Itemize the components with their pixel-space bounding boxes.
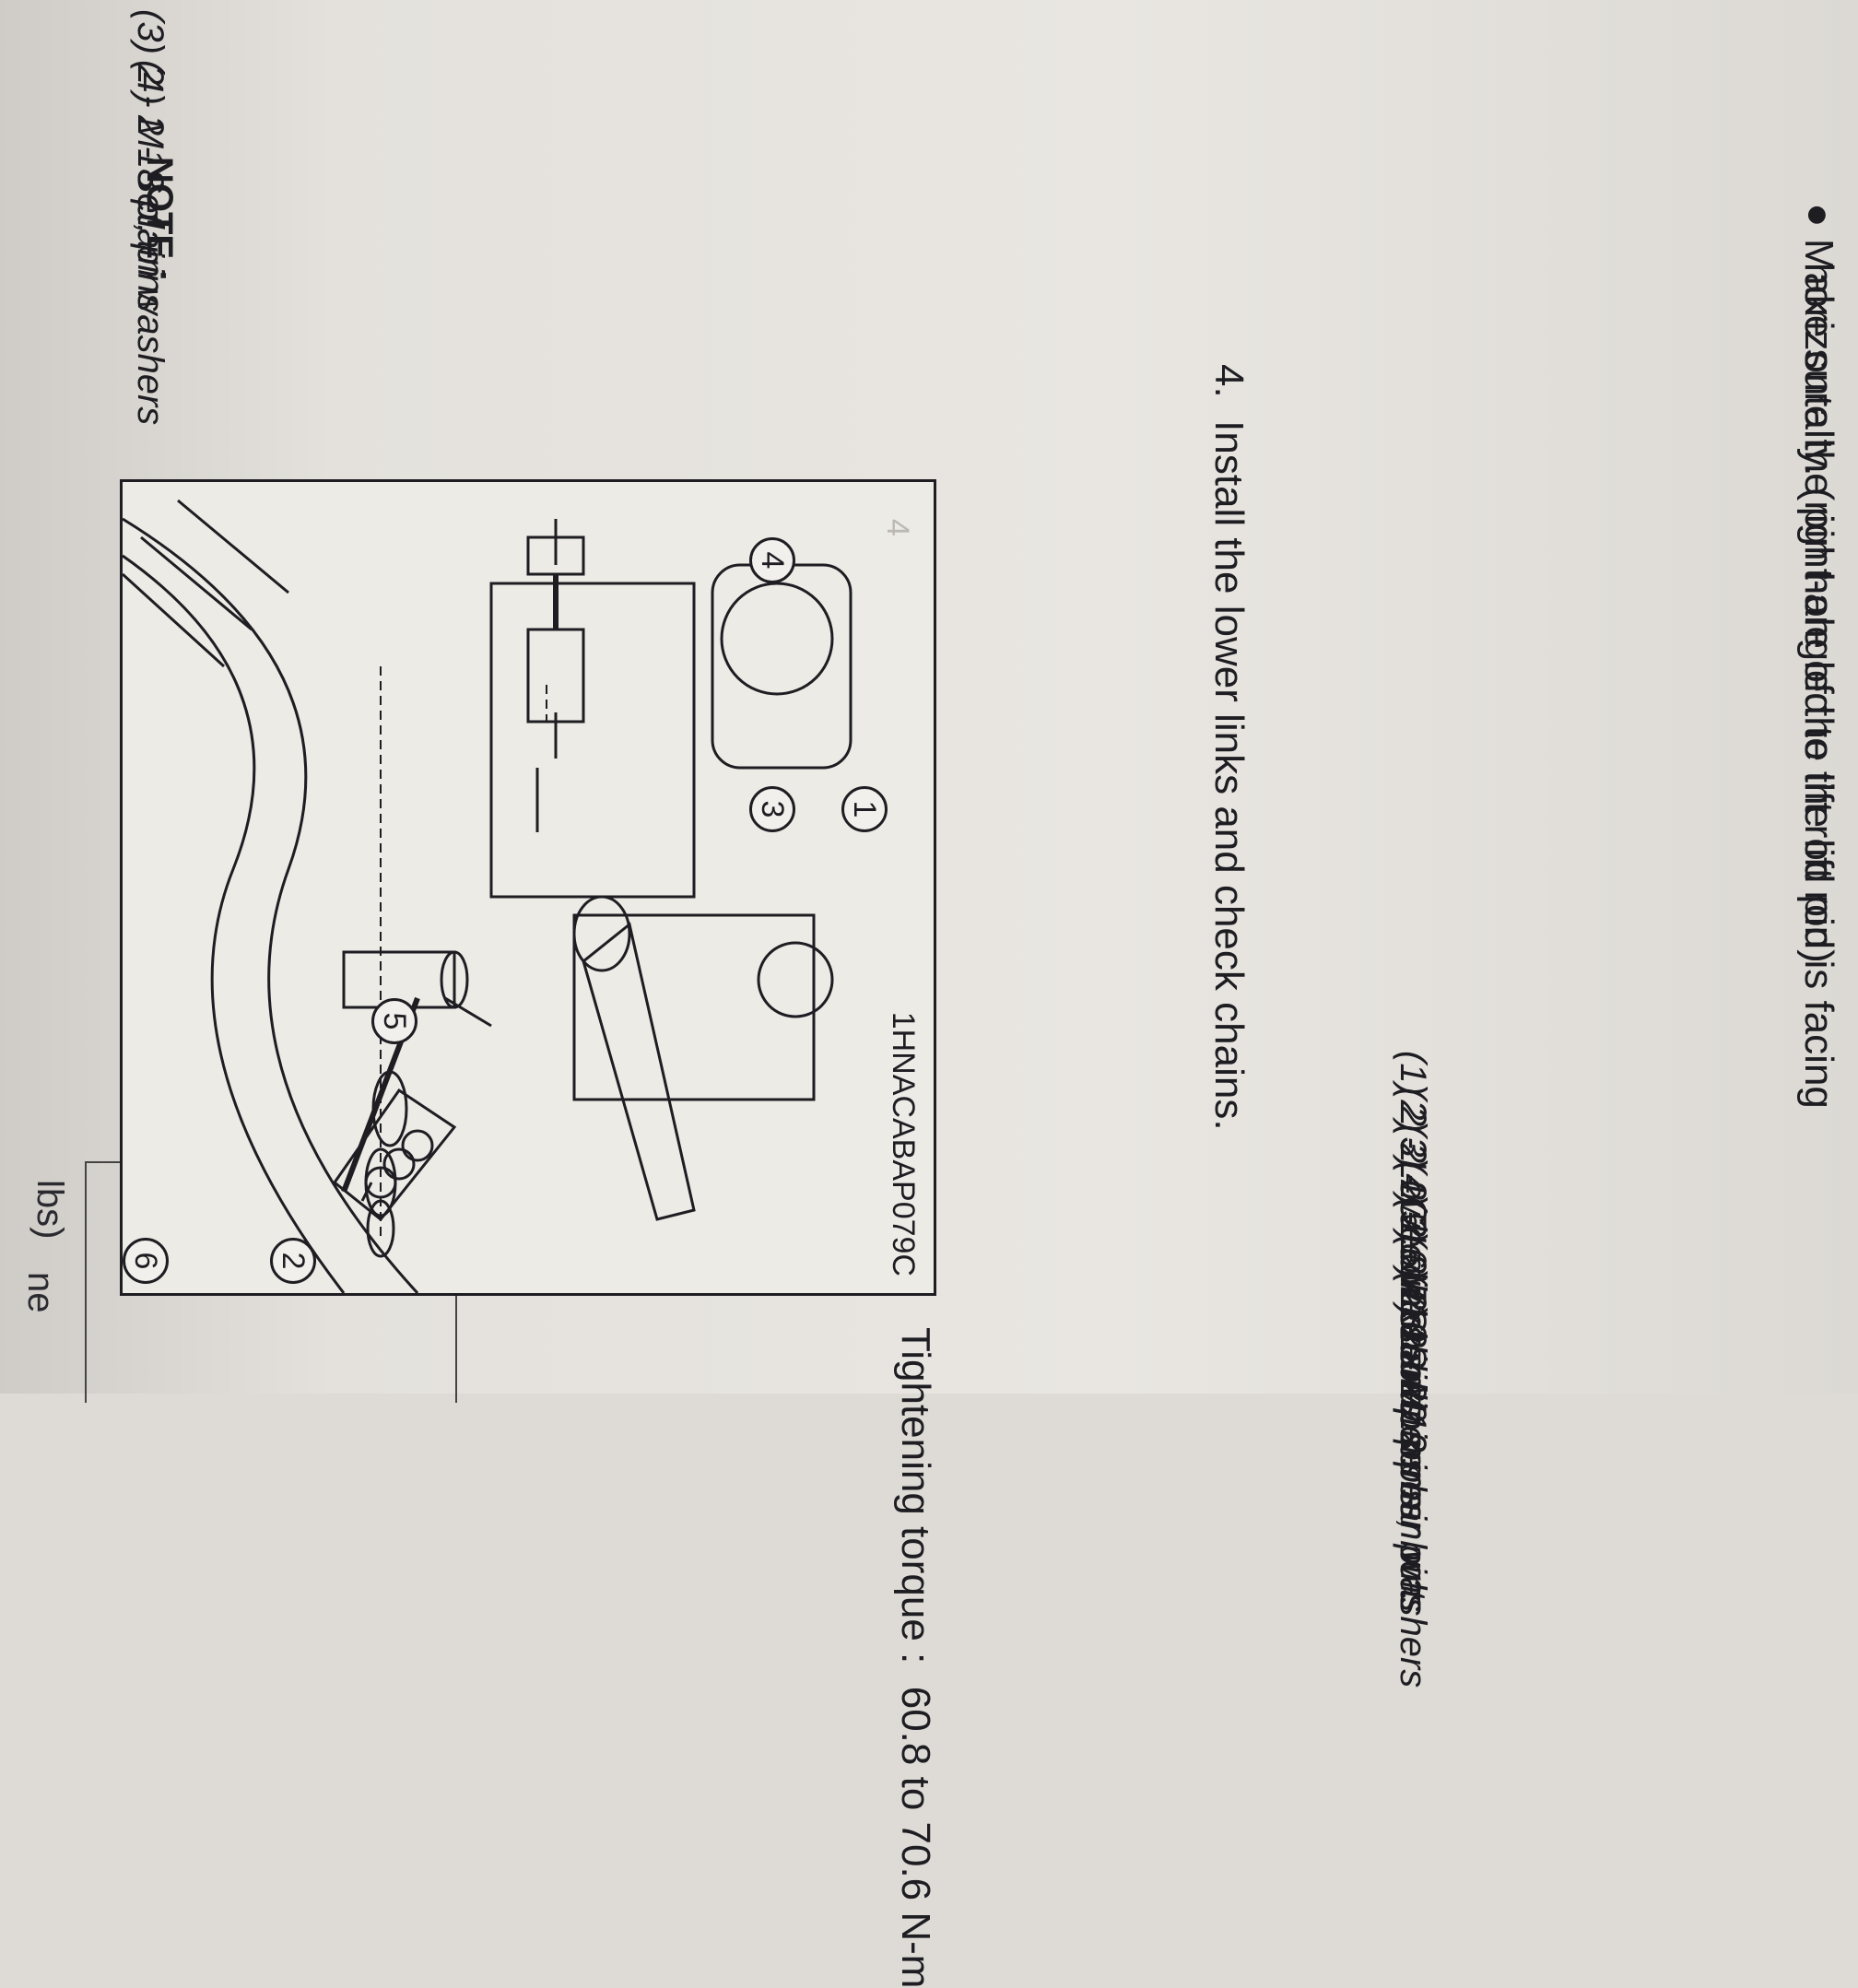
callout-1: 1 <box>841 786 888 832</box>
callout-4: 4 <box>749 537 795 583</box>
callout-6: 6 <box>123 1238 169 1284</box>
step-4: 4. Install the lower links and check cha… <box>1206 364 1252 1131</box>
margin-fragment-lbs: lbs) <box>29 1180 70 1240</box>
faint-callout-4: 4 <box>880 519 915 536</box>
margin-fragment-ne: ne <box>20 1272 61 1313</box>
callout-3: 3 <box>749 786 795 832</box>
lower-links-diagram <box>123 499 853 1293</box>
callout-5: 5 <box>371 998 417 1044</box>
callout-2: 2 <box>270 1238 316 1284</box>
note-line-2: horizontally. (right-angled to the lift … <box>1796 263 1841 963</box>
note-heading: NOTE : <box>139 157 180 282</box>
bullet-icon: ● <box>1796 203 1841 228</box>
parts-item-7: (7) 2 - M12 plain washers <box>1393 1272 1433 1688</box>
figure-illustration: 1HNACABAP079C 4 3 1 5 2 7 6 4 <box>120 479 936 1296</box>
torque-label: Tightening torque : 60.8 to 70.6 N-m <box>893 1327 938 1988</box>
figure-code: 1HNACABAP079C <box>886 1011 921 1276</box>
manual-page: lbs) ne (3) 2 - M18 plain washers (4) 2 … <box>20 9 1841 1988</box>
